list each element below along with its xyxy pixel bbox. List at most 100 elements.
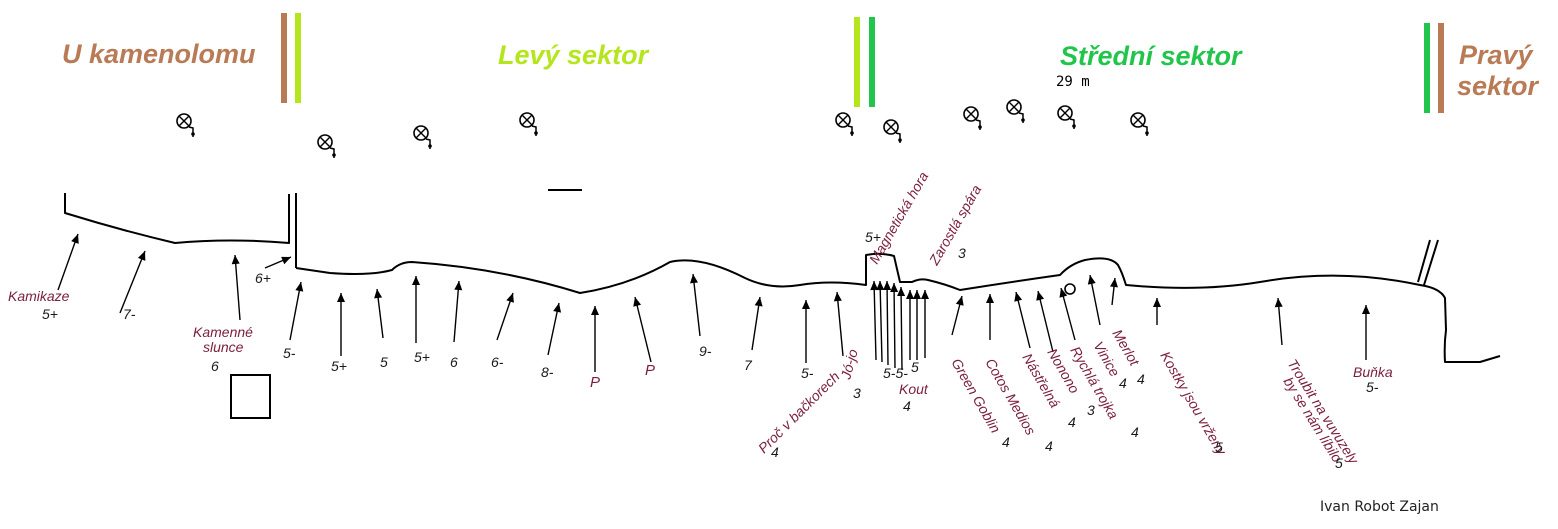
route-arrow (890, 282, 899, 369)
route-grade: 5 (911, 359, 919, 375)
separator-green-mid (869, 17, 875, 107)
route-arrow (547, 302, 562, 356)
route-arrow (897, 286, 906, 371)
route-grade: 6- (491, 354, 504, 370)
arrow-head (690, 274, 698, 284)
arrow-head (1059, 288, 1068, 298)
separator-brown-right (1438, 23, 1444, 113)
arrow-head (876, 281, 885, 291)
route-grade: 6+ (255, 270, 271, 286)
route-grade: 4 (1068, 414, 1076, 430)
rock-spike (1417, 239, 1431, 283)
route-name: Proč v bačkorech (755, 368, 843, 456)
route-arrow (231, 254, 241, 321)
route-grade: 3 (958, 245, 966, 261)
route-arrow (833, 291, 844, 357)
route-labels: Kamikaze 5+ 7- Kamenné slunce 6 6+ 5- 5+… (8, 169, 1393, 471)
separator-lime-left (295, 13, 301, 103)
arrow-head (870, 281, 879, 291)
arrow-head (883, 281, 892, 291)
route-arrows (57, 233, 1370, 372)
route-grade: 5+ (865, 229, 881, 245)
anchor-icon (963, 106, 983, 131)
arrow-head (754, 297, 763, 307)
arrow-head (295, 282, 304, 292)
rock-outline (64, 189, 1501, 419)
arrow-head (1153, 298, 1161, 307)
route-name: Buňka (1353, 364, 1393, 380)
sector-title-pravy-line1: Pravý (1459, 40, 1535, 70)
route-grade: 4 (1045, 438, 1053, 454)
route-name: Jó-jo (837, 347, 861, 382)
route-grade: 4 (903, 398, 911, 414)
anchor-icon (519, 112, 539, 137)
arrow-head (921, 290, 929, 299)
arrow-head (71, 234, 79, 244)
arrow-head (1274, 298, 1283, 308)
arrow-head (955, 296, 964, 306)
route-name: Kamikaze (8, 288, 70, 304)
route-arrow (876, 280, 885, 363)
route-grade: 6 (450, 354, 458, 370)
anchor-icon (883, 119, 903, 144)
rock-wall-left (64, 193, 290, 244)
route-grade: 3 (1087, 402, 1095, 418)
route-arrow (690, 273, 701, 337)
route-arrow (913, 290, 921, 360)
route-name: slunce (203, 339, 244, 355)
arrow-head (1362, 305, 1370, 314)
sector-title-stredni: Střední sektor (1060, 41, 1243, 71)
route-arrow (1087, 274, 1101, 326)
route-grade: 5+ (331, 358, 347, 374)
route-arrow (412, 276, 420, 343)
arrow-head (986, 294, 994, 303)
arrow-head (1036, 291, 1045, 301)
route-grade: 4 (771, 444, 779, 460)
route-arrow (1014, 291, 1031, 349)
route-grade: 5 (380, 354, 388, 370)
height-label: 29 m (1056, 74, 1090, 90)
route-grade: 4 (1119, 375, 1127, 391)
arrow-head (506, 293, 514, 303)
arrow-head (633, 297, 642, 307)
route-arrow (1110, 277, 1118, 306)
route-grade: 5+ (414, 349, 430, 365)
anchor-icon (413, 125, 433, 150)
rock-wall-main (295, 252, 1501, 363)
ring-marker (1064, 283, 1076, 295)
route-name: Kamenné (193, 324, 253, 340)
route-arrow (986, 294, 994, 340)
route-arrow (1036, 290, 1054, 353)
rock-spike (1423, 239, 1439, 286)
arrow-head (1110, 278, 1118, 288)
arrow-head (1087, 275, 1096, 285)
route-grade: 4 (1002, 434, 1010, 450)
arrow-head (281, 256, 291, 265)
route-arrow (751, 296, 763, 351)
separator-green-right (1424, 23, 1430, 113)
route-arrow (951, 295, 964, 336)
anchor-icon (317, 134, 337, 159)
author-credit: Ivan Robot Zajan (1320, 499, 1439, 515)
anchors (176, 99, 1150, 159)
route-grade: 5- (283, 345, 296, 361)
route-grade: 3 (853, 385, 861, 401)
route-arrow (289, 281, 304, 341)
route-grade: 7 (744, 357, 753, 373)
arrow-head (454, 281, 463, 291)
arrow-head (553, 303, 562, 313)
route-arrow (374, 288, 384, 339)
separator-brown-left (281, 13, 287, 103)
route-arrow (57, 233, 79, 291)
anchor-icon (1057, 105, 1077, 130)
route-grade: P (645, 362, 655, 379)
arrow-head (337, 293, 345, 302)
arrow-head (1014, 292, 1023, 302)
route-grade: 9- (699, 343, 712, 359)
anchor-icon (1130, 112, 1150, 137)
route-arrow (802, 300, 810, 363)
route-grade: 5 (1215, 439, 1223, 455)
route-grade: 5- (1366, 379, 1379, 395)
route-arrow (119, 250, 146, 314)
route-name: Kout (899, 381, 929, 397)
